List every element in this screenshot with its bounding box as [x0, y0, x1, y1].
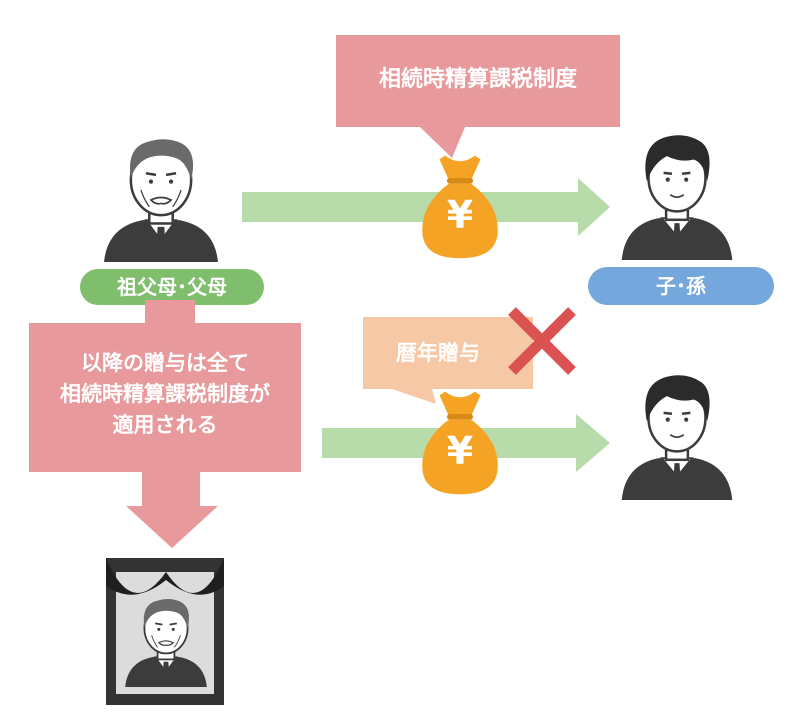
money-bag-yen-symbol: ¥ — [446, 193, 474, 237]
child-label: 子･孫 — [656, 274, 706, 298]
elderly-man-icon — [102, 137, 220, 264]
grandparent-pill — [80, 269, 264, 305]
top-callout-label: 相続時精算課税制度 — [378, 67, 577, 92]
young-man-icon — [620, 133, 734, 262]
lower-callout — [363, 317, 533, 404]
left-explanation-box — [29, 300, 301, 472]
left-box-line-1: 以降の贈与は全て — [81, 351, 249, 375]
child-pill — [588, 267, 774, 305]
grandparent-label: 祖父母･父母 — [117, 275, 227, 299]
young-man-icon — [620, 373, 734, 502]
gift-arrow-top — [242, 178, 610, 236]
left-box-line-3: 適用される — [112, 413, 218, 437]
left-box-text: 以降の贈与は全て 相続時精算課税制度が 適用される — [29, 348, 301, 441]
left-box-line-2: 相続時精算課税制度が — [60, 382, 270, 406]
top-callout — [336, 35, 620, 158]
red-x-icon — [508, 307, 576, 375]
lower-callout-label: 暦年贈与 — [396, 341, 480, 365]
memorial-portrait-icon — [106, 558, 224, 705]
money-bag-yen-symbol: ¥ — [446, 429, 474, 473]
down-arrow — [126, 470, 218, 548]
